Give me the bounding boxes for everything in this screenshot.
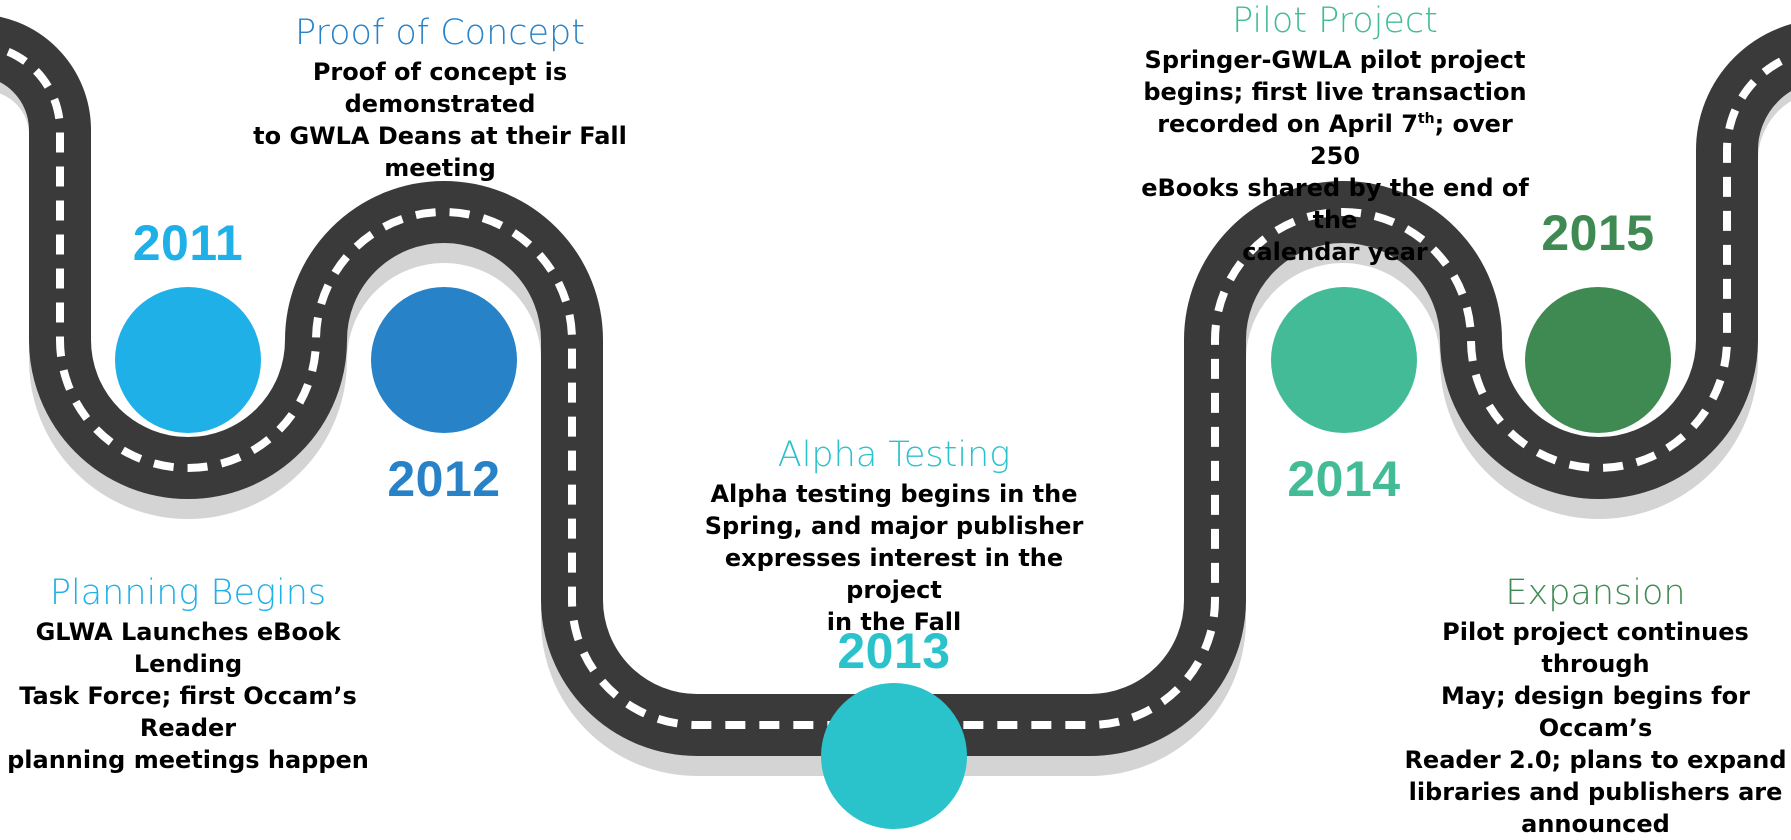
milestone-2015-heading: Expansion: [1505, 573, 1686, 613]
desc-superscript: th: [1417, 111, 1435, 127]
desc-line: Task Force; first Occam’s Reader: [19, 682, 357, 742]
desc-line: GLWA Launches eBook Lending: [35, 618, 341, 678]
desc-line: meeting: [384, 154, 496, 182]
desc-line: Pilot project continues through: [1442, 618, 1749, 678]
milestone-2012-description: Proof of concept is demonstrated to GWLA…: [240, 56, 640, 184]
milestone-2011-marker: [115, 287, 261, 433]
desc-line: Reader 2.0; plans to expand: [1404, 746, 1787, 774]
milestone-2015-description: Pilot project continues through May; des…: [1400, 616, 1791, 840]
desc-line: Springer-GWLA pilot project: [1144, 46, 1526, 74]
milestone-2014-heading: Pilot Project: [1232, 1, 1438, 41]
desc-line: Alpha testing begins in the: [710, 480, 1078, 508]
milestone-2015-year: 2015: [1541, 205, 1655, 261]
desc-line: libraries and publishers are: [1408, 778, 1783, 806]
milestone-2013-year: 2013: [837, 623, 951, 679]
desc-line: eBooks shared by the end of the: [1141, 174, 1529, 234]
desc-line: in the Fall: [826, 608, 962, 636]
milestone-2013-marker: [821, 683, 967, 829]
milestone-2014-marker: [1271, 287, 1417, 433]
road-center-line: [0, 44, 1791, 729]
milestone-2013-heading: Alpha Testing: [777, 435, 1011, 475]
milestone-2012-marker: [371, 287, 517, 433]
desc-line: to GWLA Deans at their Fall: [253, 122, 627, 150]
desc-line: calendar year: [1242, 238, 1428, 266]
milestone-2011-year: 2011: [132, 215, 244, 271]
milestone-2013-description: Alpha testing begins in the Spring, and …: [694, 478, 1094, 638]
milestone-2012-year: 2012: [387, 451, 501, 507]
milestone-2012-heading: Proof of Concept: [295, 13, 585, 53]
desc-line: May; design begins for Occam’s: [1441, 682, 1750, 742]
milestone-2015-marker: [1525, 287, 1671, 433]
desc-text: recorded on April 7: [1157, 110, 1418, 138]
desc-line: begins; first live transaction: [1143, 78, 1527, 106]
desc-line: Proof of concept is demonstrated: [312, 58, 568, 118]
milestone-2014-year: 2014: [1287, 451, 1401, 507]
milestone-2014-description: Springer-GWLA pilot project begins; firs…: [1135, 44, 1535, 268]
desc-line: announced: [1521, 810, 1670, 838]
desc-line: expresses interest in the project: [724, 544, 1064, 604]
desc-text: ; over 250: [1309, 110, 1513, 170]
milestone-2011-heading: Planning Begins: [49, 573, 327, 613]
desc-line: Spring, and major publisher: [704, 512, 1084, 540]
desc-line: planning meetings happen: [7, 746, 369, 774]
desc-line: recorded on April 7th; over 250: [1135, 108, 1535, 172]
milestone-2011-description: GLWA Launches eBook Lending Task Force; …: [0, 616, 376, 776]
